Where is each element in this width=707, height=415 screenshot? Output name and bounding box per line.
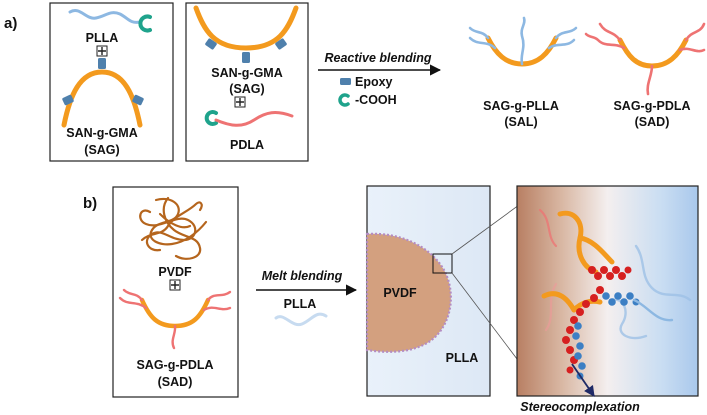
pvdf-tangle xyxy=(139,196,208,260)
epoxy-icon xyxy=(340,78,351,85)
reactive-blending-arrow: Reactive blending xyxy=(318,51,442,76)
sag-label-line1: SAN-g-GMA xyxy=(211,66,283,80)
epoxy-icon xyxy=(275,38,287,50)
epoxy-icon xyxy=(98,58,106,69)
panel-a-box-2: SAN-g-GMA (SAG) PDLA xyxy=(185,2,309,162)
panel-b-letter: b) xyxy=(83,195,97,212)
plla-label: PLLA xyxy=(86,31,119,45)
melt-plla-label: PLLA xyxy=(284,297,317,311)
epoxy-icon xyxy=(62,94,74,106)
sag-backbone xyxy=(193,5,299,51)
product-sad-line2: (SAD) xyxy=(635,115,670,129)
epoxy-icon xyxy=(242,52,250,63)
reactive-blending-label: Reactive blending xyxy=(325,51,432,65)
plus-icon xyxy=(96,45,108,57)
product-sal-line2: (SAL) xyxy=(504,115,537,129)
stereo-pointer-arrow xyxy=(571,363,595,397)
pdla-helix xyxy=(562,266,632,374)
sag-label-line1: SAN-g-GMA xyxy=(66,126,138,140)
sag-label-line2: (SAG) xyxy=(84,143,119,157)
product-sad-line1: SAG-g-PDLA xyxy=(613,99,690,113)
stereocomplexation-label: Stereocomplexation xyxy=(520,400,640,414)
melt-blending-label: Melt blending xyxy=(262,269,343,283)
product-sal-line1: SAG-g-PLLA xyxy=(483,99,559,113)
zoom-panel xyxy=(516,185,699,397)
plla-helix xyxy=(572,292,640,380)
melt-blending-arrow: Melt blending PLLA xyxy=(256,269,358,327)
panel-b-box: PVDF SAG-g-PDLA (SAD) xyxy=(112,186,239,398)
pvdf-droplet xyxy=(365,232,452,353)
sad-label-line1: SAG-g-PDLA xyxy=(136,358,213,372)
product-sad: SAG-g-PDLA (SAD) xyxy=(584,22,706,129)
epoxy-icon xyxy=(132,94,144,106)
blend-box: PVDF PLLA xyxy=(365,185,491,397)
cooh-icon xyxy=(204,110,218,126)
legend-epoxy-label: Epoxy xyxy=(355,75,393,89)
sag-label-line2: (SAG) xyxy=(229,82,264,96)
plla-chain xyxy=(274,312,328,327)
blend-pvdf-label: PVDF xyxy=(383,286,417,300)
blend-plla-label: PLLA xyxy=(446,351,479,365)
epoxy-icon xyxy=(205,38,217,50)
legend-cooh-label: -COOH xyxy=(355,93,397,107)
plla-chain xyxy=(68,9,142,24)
sad-label-line2: (SAD) xyxy=(158,375,193,389)
pvdf-label: PVDF xyxy=(158,265,192,279)
cooh-icon xyxy=(338,93,350,107)
product-sal: SAG-g-PLLA (SAL) xyxy=(468,16,578,129)
panel-a-letter: a) xyxy=(4,15,17,32)
zoom-region xyxy=(432,253,453,274)
legend: Epoxy -COOH xyxy=(338,75,397,107)
pdla-label: PDLA xyxy=(230,138,264,152)
plus-icon xyxy=(169,279,181,291)
cooh-icon xyxy=(138,14,152,33)
plus-icon xyxy=(234,96,246,108)
pdla-chain xyxy=(214,111,294,127)
panel-a-box-1: PLLA SAN-g-GMA (SAG) xyxy=(49,2,174,162)
